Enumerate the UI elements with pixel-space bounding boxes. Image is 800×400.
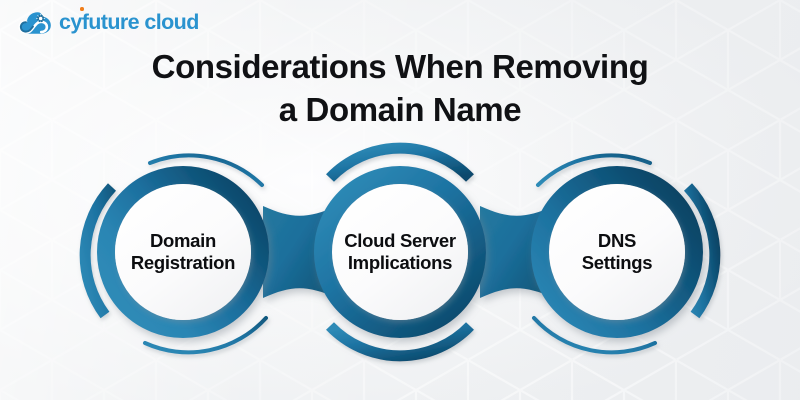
node-2-inner-circle: [332, 184, 468, 320]
diagram-node-dns-settings[interactable]: [531, 153, 721, 355]
node-2-ring: [314, 166, 486, 338]
page-title-line-2: a Domain Name: [278, 90, 522, 128]
cloud-infinity-logo-icon: [18, 12, 51, 34]
node-1-inner-circle: [115, 184, 251, 320]
diagram-node-cloud-server-implications[interactable]: [314, 142, 486, 362]
page-title-line-1: Considerations When Removing: [151, 48, 649, 85]
node-3-ring: [531, 166, 703, 338]
diagram-node-domain-registration[interactable]: [79, 153, 269, 355]
brand-name: cyfuture cloud: [59, 10, 199, 35]
node-1-ring: [97, 166, 269, 338]
node-3-accent-arcs: [532, 153, 721, 355]
brand-accent-dot-icon: [80, 7, 84, 11]
page-title: Considerations When Removing a Domain Na…: [0, 46, 800, 132]
brand-logo[interactable]: cyfuture cloud: [18, 7, 199, 38]
node-2-accent-arcs: [326, 142, 474, 362]
node-3-inner-circle: [549, 184, 685, 320]
node-1-accent-arcs: [79, 153, 268, 355]
